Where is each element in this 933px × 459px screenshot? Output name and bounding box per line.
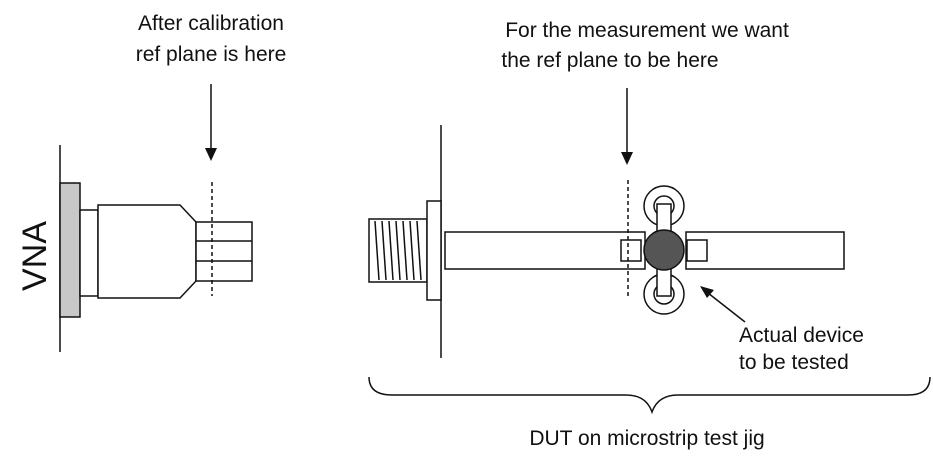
- device-under-test: [643, 229, 685, 271]
- vna-connector-neck: [79, 209, 99, 297]
- device-pad-left: [620, 239, 642, 262]
- vna-connector-body: [97, 204, 197, 299]
- actual-device-label-line1: Actual device: [739, 324, 864, 347]
- measurement-arrow: [621, 88, 633, 165]
- actual-device-label-line2: to be tested: [739, 351, 849, 374]
- vna-flange: [59, 182, 81, 318]
- vna-port-assembly: [59, 145, 253, 352]
- device-ground-lead-top: [643, 185, 685, 233]
- after-calibration-label-line1: After calibration: [138, 12, 284, 35]
- device-ground-lead-bottom: [643, 267, 685, 315]
- jig-flange: [426, 200, 442, 301]
- dut-brace: [368, 376, 931, 415]
- measurement-label-line2: the ref plane to be here: [501, 49, 718, 72]
- after-calibration-label-line2: ref plane is here: [136, 43, 287, 66]
- device-pad-right: [686, 239, 708, 262]
- sma-thread-connector: [368, 218, 428, 283]
- microstrip-line-right: [685, 231, 845, 270]
- vna-label: VNA: [16, 221, 54, 291]
- vna-connector-tip: [195, 221, 253, 282]
- dut-caption: DUT on microstrip test jig: [529, 427, 764, 450]
- measurement-label-line1: For the measurement we want: [505, 19, 789, 42]
- test-jig-assembly: [368, 125, 845, 358]
- calibration-arrow: [205, 84, 217, 161]
- device-pointer-arrow: [700, 286, 746, 323]
- microstrip-line-left: [444, 231, 646, 270]
